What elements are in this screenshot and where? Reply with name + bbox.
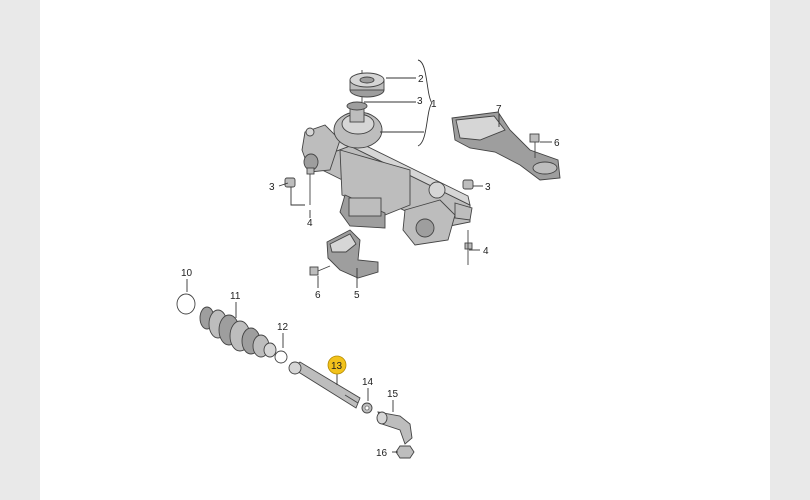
label-part-4: 4: [307, 218, 313, 229]
heat-shield-part-7: [451, 111, 561, 181]
label-part-5: 5: [354, 290, 360, 301]
bolt-part-3-left: [284, 177, 296, 188]
label-part-3: 3: [269, 182, 275, 193]
label-part-4: 4: [483, 246, 489, 257]
label-part-3: 3: [485, 182, 491, 193]
label-part-13: 13: [331, 361, 343, 372]
diagram-canvas: [40, 0, 770, 500]
cover-part-5: [326, 229, 379, 279]
label-part-1: 1: [431, 99, 437, 110]
label-part-11: 11: [230, 291, 241, 302]
bolt-part-3-right: [462, 179, 474, 190]
label-part-3: 3: [417, 96, 423, 107]
cap-part-2: [349, 72, 385, 98]
label-part-6: 6: [554, 138, 560, 149]
highlight-marker-13: [327, 355, 347, 375]
clamp-part-12: [274, 350, 288, 364]
bolt-part-4-left: [306, 167, 315, 205]
label-part-16: 16: [376, 448, 388, 459]
label-part-14: 14: [362, 377, 374, 388]
leader-lines: [186, 59, 552, 453]
boot-part-11: [199, 306, 277, 358]
label-part-2: 2: [418, 74, 424, 85]
label-part-7: 7: [496, 104, 502, 115]
label-part-12: 12: [277, 322, 289, 333]
part-number-labels: 1 2 3 7 6 3 4 3 4 6 5 10 11 12 13 14 15 …: [181, 74, 560, 459]
bolt-part-4-right: [464, 230, 473, 265]
clamp-part-10: [176, 293, 196, 315]
tie-rod-end-part-15: [376, 411, 413, 445]
label-part-10: 10: [181, 268, 193, 279]
bolt-part-6-left: [309, 265, 331, 276]
nut-part-14: [361, 402, 373, 414]
nut-part-16: [395, 445, 415, 459]
steering-rack-assembly: [301, 70, 473, 246]
label-part-15: 15: [387, 389, 399, 400]
label-part-6: 6: [315, 290, 321, 301]
tie-rod-part-13: [288, 361, 361, 409]
bolt-part-6-right: [529, 133, 540, 158]
